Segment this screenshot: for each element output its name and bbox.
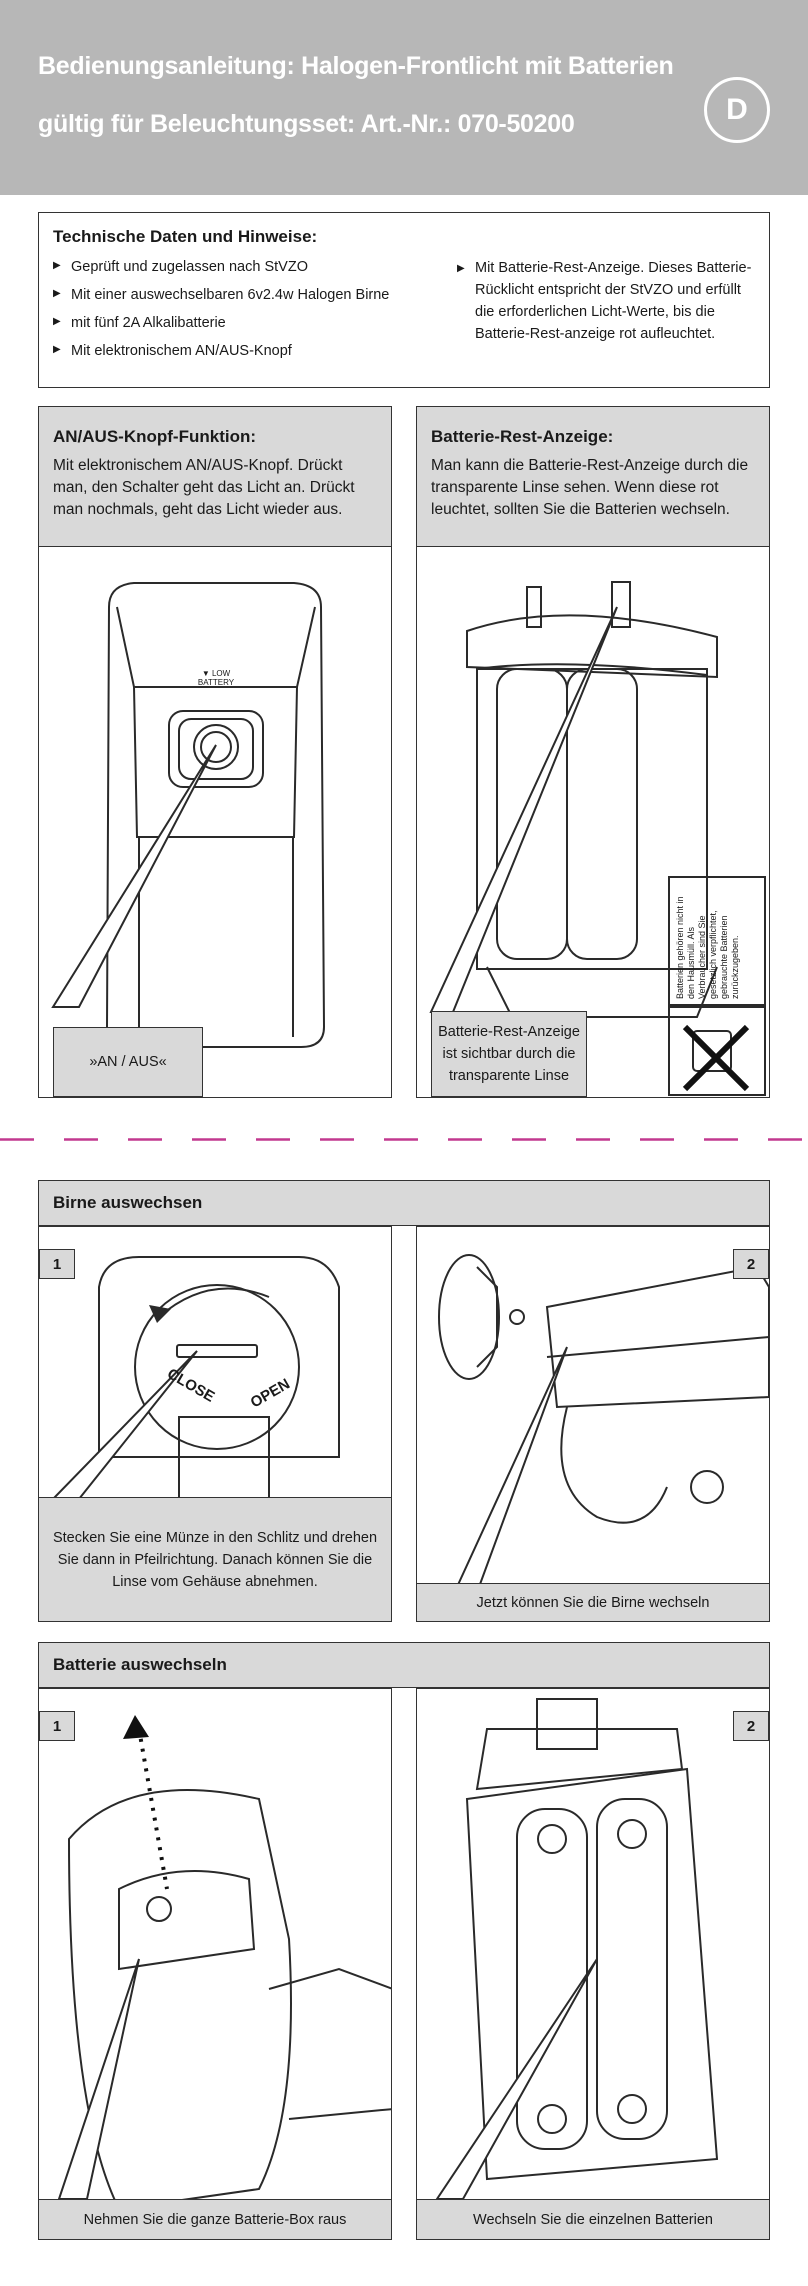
step-number: 1	[39, 1711, 75, 1741]
bulb-step1-text: Stecken Sie eine Münze in den Schlitz un…	[39, 1497, 391, 1621]
on-off-panel: AN/AUS-Knopf-Funktion: Mit elektronische…	[38, 406, 392, 1098]
battery-step1-panel: 1 Nehmen Sie die ganze Batterie-Box raus	[38, 1688, 392, 2240]
list-item: mit fünf 2A Alkalibatterie	[53, 315, 433, 331]
bulb-step2-text: Jetzt können Sie die Birne wechseln	[417, 1583, 769, 1621]
low-battery-label: ▼ LOW BATTERY	[197, 669, 235, 687]
technical-data-title: Technische Daten und Hinweise:	[53, 227, 318, 246]
bulb-step2-panel: 2 Jetzt können Sie die Birne wechseln	[416, 1226, 770, 1622]
list-item: Mit einer auswechselbaren 6v2.4w Halogen…	[53, 287, 433, 303]
page-header: Bedienungsanleitung: Halogen-Frontlicht …	[0, 0, 808, 195]
battery-indicator-text: Man kann die Batterie-Rest-Anzeige durch…	[431, 457, 749, 518]
page-title: Bedienungsanleitung: Halogen-Frontlicht …	[38, 52, 674, 80]
battery-cells-illustration	[435, 1698, 719, 2200]
list-item: Geprüft und zugelassen nach StVZO	[53, 259, 433, 275]
lamp-front-illustration	[51, 582, 326, 1048]
battery-step2-text: Wechseln Sie die einzelnen Batterien	[417, 2199, 769, 2239]
on-off-title: AN/AUS-Knopf-Funktion:	[53, 427, 257, 446]
on-off-label: »AN / AUS«	[53, 1027, 203, 1097]
battery-section-heading: Batterie auswechseln	[38, 1642, 770, 1688]
battery-indicator-title: Batterie-Rest-Anzeige:	[431, 427, 614, 446]
technical-data-list: Geprüft und zugelassen nach StVZO Mit ei…	[53, 259, 433, 371]
page-subtitle: gültig für Beleuchtungsset: Art.-Nr.: 07…	[38, 110, 575, 138]
battery-step1-text: Nehmen Sie die ganze Batterie-Box raus	[39, 2199, 391, 2239]
step-number: 1	[39, 1249, 75, 1279]
on-off-text: Mit elektronischem AN/AUS-Knopf. Drückt …	[53, 457, 355, 518]
battery-indicator-label: Batterie-Rest-Anzeige ist sichtbar durch…	[431, 1011, 587, 1097]
step-number: 2	[733, 1249, 769, 1279]
list-item: Mit elektronischem AN/AUS-Knopf	[53, 343, 433, 359]
battery-indicator-note: Mit Batterie-Rest-Anzeige. Dieses Batter…	[457, 257, 757, 345]
bulb-section-heading: Birne auswechsen	[38, 1180, 770, 1226]
battery-indicator-panel: Batterie-Rest-Anzeige: Man kann die Batt…	[416, 406, 770, 1098]
on-off-caption: AN/AUS-Knopf-Funktion: Mit elektronische…	[39, 407, 391, 547]
disposal-note: Batterien gehören nicht in den Hausmüll.…	[675, 896, 740, 999]
cut-line	[0, 1138, 808, 1141]
battery-indicator-caption: Batterie-Rest-Anzeige: Man kann die Batt…	[417, 407, 769, 547]
battery-step2-panel: 2 Wechseln Sie die einzelnen Batterien	[416, 1688, 770, 2240]
bulb-replace-illustration	[438, 1254, 769, 1588]
lens-unscrew-illustration	[50, 1256, 340, 1538]
step-number: 2	[733, 1711, 769, 1741]
technical-data-box: Technische Daten und Hinweise: Geprüft u…	[38, 212, 770, 388]
bulb-step1-panel: CLOSE OPEN 1 Stecken Sie eine Münze in d…	[38, 1226, 392, 1622]
battery-box-remove-illustration	[57, 1715, 391, 2211]
language-badge: D	[704, 77, 770, 143]
